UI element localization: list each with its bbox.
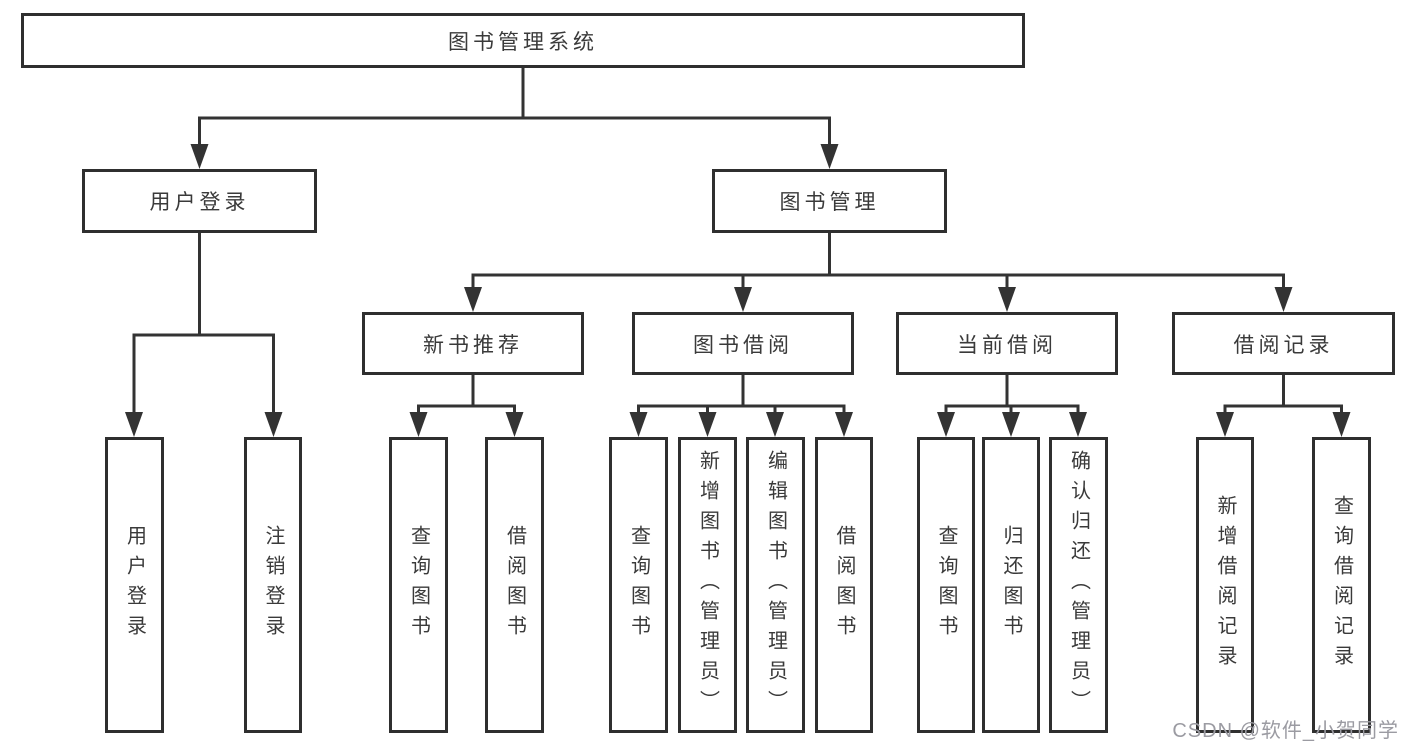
leaf-query-books-recommend: 查询图书 <box>389 437 448 733</box>
node-borrow-records: 借阅记录 <box>1172 312 1395 375</box>
leaf-return-book: 归还图书 <box>982 437 1040 733</box>
node-label: 查询图书 <box>627 525 650 645</box>
leaf-add-borrow-record: 新增借阅记录 <box>1196 437 1254 733</box>
node-label: 确认归还（管理员） <box>1067 450 1090 720</box>
node-label: 图书管理 <box>779 191 880 214</box>
node-book-borrow: 图书借阅 <box>632 312 854 375</box>
node-label: 借阅记录 <box>1233 333 1334 357</box>
leaf-confirm-return-admin: 确认归还（管理员） <box>1049 437 1108 733</box>
node-label: 当前借阅 <box>957 333 1057 357</box>
leaf-user-login: 用户登录 <box>105 437 164 733</box>
node-new-book-recommend: 新书推荐 <box>362 312 584 375</box>
node-current-borrow: 当前借阅 <box>896 312 1118 375</box>
node-label: 查询图书 <box>935 525 957 645</box>
node-book-management: 图书管理 <box>712 169 947 233</box>
node-label: 查询借阅记录 <box>1330 495 1353 675</box>
node-label: 新书推荐 <box>423 333 523 357</box>
node-label: 图书借阅 <box>693 333 793 357</box>
leaf-query-borrow-record: 查询借阅记录 <box>1312 437 1371 733</box>
leaf-add-book-admin: 新增图书（管理员） <box>678 437 737 733</box>
node-label: 注销登录 <box>262 525 284 645</box>
leaf-borrow-books: 借阅图书 <box>815 437 873 733</box>
node-label: 用户登录 <box>149 191 250 214</box>
node-label: 归还图书 <box>1000 525 1022 645</box>
leaf-borrow-books-recommend: 借阅图书 <box>485 437 544 733</box>
node-label: 借阅图书 <box>503 525 526 645</box>
node-label: 借阅图书 <box>833 525 855 645</box>
node-user-login: 用户登录 <box>82 169 317 233</box>
node-label: 查询图书 <box>407 525 430 645</box>
leaf-logout: 注销登录 <box>244 437 302 733</box>
leaf-query-books-current: 查询图书 <box>917 437 975 733</box>
node-library-system: 图书管理系统 <box>21 13 1025 68</box>
node-label: 新增图书（管理员） <box>696 450 719 720</box>
node-label: 用户登录 <box>123 525 146 645</box>
node-label: 图书管理系统 <box>448 30 598 54</box>
node-label: 编辑图书（管理员） <box>764 450 787 720</box>
leaf-edit-book-admin: 编辑图书（管理员） <box>746 437 805 733</box>
node-label: 新增借阅记录 <box>1214 495 1236 675</box>
leaf-query-books-borrow: 查询图书 <box>609 437 668 733</box>
watermark-text: CSDN @软件_小贺同学 <box>1172 720 1399 742</box>
